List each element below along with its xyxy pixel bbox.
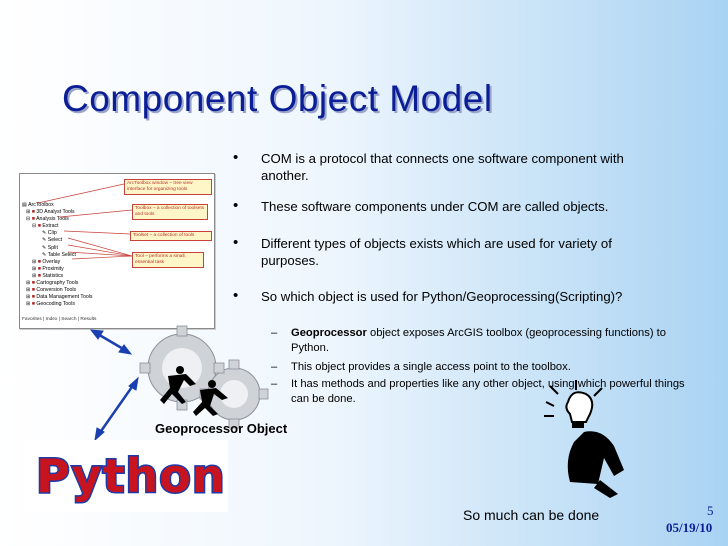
double-arrow-bottom bbox=[94, 376, 139, 442]
tree-item: ⊞ ■ 3D Analyst Tools bbox=[26, 209, 75, 216]
tree-item: ⊞ ■ Overlay bbox=[32, 258, 61, 265]
slide-caption: So much can be done bbox=[463, 507, 600, 523]
page-number: 5 bbox=[707, 503, 714, 518]
sub-bullet-text: It has methods and properties like any o… bbox=[291, 378, 685, 405]
slide-date: 05/19/10 bbox=[666, 520, 713, 535]
tree-item: ✎ Split bbox=[42, 244, 58, 251]
python-logo-art: Python bbox=[35, 448, 227, 505]
sub-bullet-text: This object provides a single access poi… bbox=[291, 361, 571, 373]
sub-bullet-dash: – bbox=[271, 361, 278, 373]
arctoolbox-screenshot: ▤ ArcToolbox ⊞ ■ 3D Analyst Tools ⊟ ■ An… bbox=[19, 173, 215, 329]
tree-item: ⊞ ■ Conversion Tools bbox=[26, 287, 77, 294]
tree-item: ⊞ ■ Cartography Tools bbox=[26, 280, 79, 287]
bullet-text: COM is a protocol that connects one soft… bbox=[261, 151, 624, 183]
double-arrow-top bbox=[89, 329, 133, 355]
toolbox-tree: ▤ ArcToolbox ⊞ ■ 3D Analyst Tools ⊟ ■ An… bbox=[22, 202, 132, 308]
tree-item: ⊟ ■ Analysis Tools bbox=[26, 216, 69, 223]
bullet-text: These software components under COM are … bbox=[261, 199, 609, 214]
tree-item: ⊞ ■ Proximity bbox=[32, 265, 64, 272]
bullet-text: So which object is used for Python/Geopr… bbox=[261, 289, 623, 304]
bullet-text: Different types of objects exists which … bbox=[261, 236, 612, 268]
tree-item: ⊞ ■ Geocoding Tools bbox=[26, 301, 75, 308]
tree-item: ⊞ ■ Statistics bbox=[32, 272, 64, 279]
bullet-dot: • bbox=[233, 234, 239, 251]
bullet-dot: • bbox=[233, 197, 239, 214]
geoprocessor-label: Geoprocessor Object bbox=[155, 421, 288, 436]
tree-item: ⊟ ■ Extract bbox=[32, 223, 59, 230]
python-logo: Python bbox=[24, 440, 228, 512]
sub-bullet-dash: – bbox=[271, 378, 278, 390]
tree-item: ✎ Table Select bbox=[42, 251, 76, 258]
tree-item: ▤ ArcToolbox bbox=[22, 202, 54, 208]
callout-toolset: Toolset – a collection of tools bbox=[130, 231, 212, 241]
bullet-dot: • bbox=[233, 149, 239, 166]
tree-item: ⊞ ■ Data Management Tools bbox=[26, 294, 93, 301]
bullet-dot: • bbox=[233, 287, 239, 304]
sub-bullet-bold: Geoprocessor bbox=[291, 327, 367, 339]
python-logo-text: Python bbox=[36, 449, 226, 503]
thinker-lightbulb-icon bbox=[544, 380, 624, 498]
gears-icon bbox=[139, 325, 269, 429]
sub-bullet-dash: – bbox=[271, 327, 278, 339]
callout-arctoolbox: ArcToolbox window – tree view interface … bbox=[124, 179, 212, 195]
callout-toolbox: Toolbox – a collection of toolsets and t… bbox=[132, 204, 208, 220]
callout-leaders bbox=[37, 183, 133, 260]
toolbox-tabs: Favorites | Index | Search | Results bbox=[22, 317, 97, 322]
sub-bullet-rest: object exposes ArcGIS toolbox (geoproces… bbox=[291, 327, 666, 354]
tree-item: ✎ Clip bbox=[42, 230, 57, 237]
running-figures-icon bbox=[160, 366, 228, 416]
tree-item: ✎ Select bbox=[42, 237, 63, 244]
slide-title: Component Object Model bbox=[62, 78, 493, 119]
callout-tool: Tool – performs a small, essential task bbox=[132, 252, 204, 268]
sub-bullet-text: Geoprocessor object exposes ArcGIS toolb… bbox=[291, 326, 691, 356]
